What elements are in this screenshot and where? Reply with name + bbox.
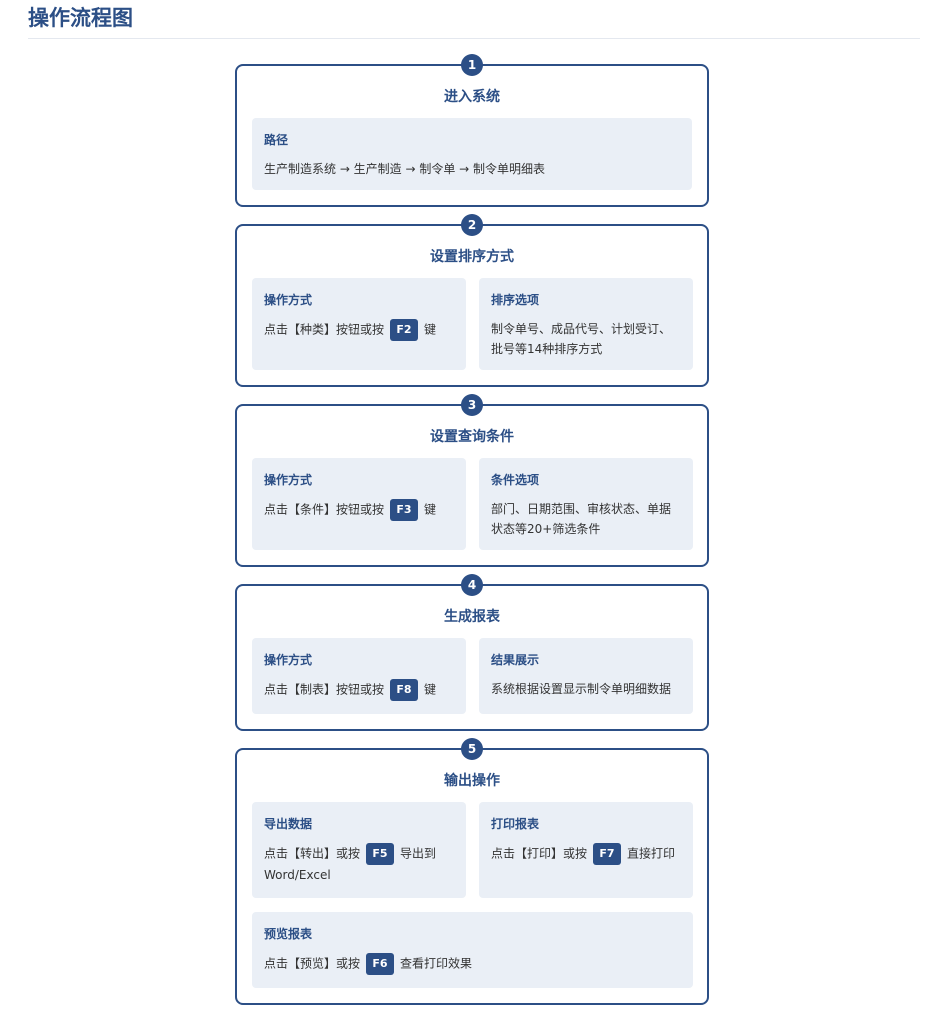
box-title: 操作方式 [264,473,313,487]
info-box-filter-options: 条件选项 部门、日期范围、审核状态、单据状态等20+筛选条件 [479,458,693,550]
info-box-operation: 操作方式 点击【种类】按钮或按 F2 键 [252,278,466,370]
box-title: 排序选项 [491,293,540,307]
box-text: 部门、日期范围、审核状态、单据状态等20+筛选条件 [491,502,672,536]
step-title: 设置查询条件 [430,429,514,445]
box-text-post: 键 [424,322,437,337]
key-badge-f5: F5 [366,843,395,865]
box-title: 条件选项 [491,473,540,487]
step-card-2: 2 设置排序方式 操作方式 点击【种类】按钮或按 F2 键 排序选项 制令单号、成品… [235,214,709,387]
box-text-pre: 点击【预览】或按 [264,956,361,971]
box-text: 点击【种类】按钮或按 F2 键 [264,319,454,341]
key-badge-f6: F6 [366,953,395,975]
key-badge-f8: F8 [390,679,419,701]
box-text-pre: 点击【制表】按钮或按 [264,682,385,697]
box-text-pre: 点击【条件】按钮或按 [264,502,385,517]
page-title: 操作流程图 [28,6,133,30]
box-text-post: 直接打印 [627,846,676,861]
step-number-badge: 3 [461,394,483,416]
box-title: 路径 [264,133,289,147]
info-box-operation: 操作方式 点击【制表】按钮或按 F8 键 [252,638,466,714]
box-title: 结果展示 [491,653,540,667]
box-text: 制令单号、成品代号、计划受订、批号等14种排序方式 [491,322,672,356]
box-title: 操作方式 [264,653,313,667]
box-text: 系统根据设置显示制令单明细数据 [491,682,672,696]
step-title: 生成报表 [444,609,500,625]
box-text-post: 键 [424,502,437,517]
box-text-pre: 点击【转出】或按 [264,846,361,861]
box-text-post: 键 [424,682,437,697]
step-title: 设置排序方式 [430,249,514,265]
box-text: 点击【打印】或按 F7 直接打印 [491,843,681,865]
box-text: 点击【条件】按钮或按 F3 键 [264,499,454,521]
box-text-post: 导出到Word/Excel [264,846,437,883]
box-title: 预览报表 [264,927,313,941]
step-card-3: 3 设置查询条件 操作方式 点击【条件】按钮或按 F3 键 条件选项 部门、日期范围… [235,394,709,567]
box-text: 点击【预览】或按 F6 查看打印效果 [264,953,681,975]
key-badge-f7: F7 [593,843,622,865]
step-number-badge: 4 [461,574,483,596]
step-card-4: 4 生成报表 操作方式 点击【制表】按钮或按 F8 键 结果展示 系统根据设置显示制… [235,574,709,731]
step-title: 进入系统 [444,89,500,105]
key-badge-f3: F3 [390,499,419,521]
box-title: 打印报表 [491,817,540,831]
box-title: 导出数据 [264,817,313,831]
info-box-path: 路径 生产制造系统 → 生产制造 → 制令单 → 制令单明细表 [252,118,692,190]
info-box-sort-options: 排序选项 制令单号、成品代号、计划受订、批号等14种排序方式 [479,278,693,370]
box-title: 操作方式 [264,293,313,307]
box-text: 点击【制表】按钮或按 F8 键 [264,679,454,701]
info-box-preview: 预览报表 点击【预览】或按 F6 查看打印效果 [252,912,693,988]
step-card-1: 1 进入系统 路径 生产制造系统 → 生产制造 → 制令单 → 制令单明细表 [235,54,709,207]
step-number-badge: 1 [461,54,483,76]
box-text-pre: 点击【打印】或按 [491,846,588,861]
info-box-operation: 操作方式 点击【条件】按钮或按 F3 键 [252,458,466,550]
step-title: 输出操作 [444,773,500,789]
box-text: 生产制造系统 → 生产制造 → 制令单 → 制令单明细表 [264,162,546,176]
step-number-badge: 5 [461,738,483,760]
step-number-badge: 2 [461,214,483,236]
info-box-print: 打印报表 点击【打印】或按 F7 直接打印 [479,802,693,898]
title-divider [28,38,920,39]
box-text-post: 查看打印效果 [400,956,473,971]
box-text-pre: 点击【种类】按钮或按 [264,322,385,337]
info-box-result: 结果展示 系统根据设置显示制令单明细数据 [479,638,693,714]
key-badge-f2: F2 [390,319,419,341]
